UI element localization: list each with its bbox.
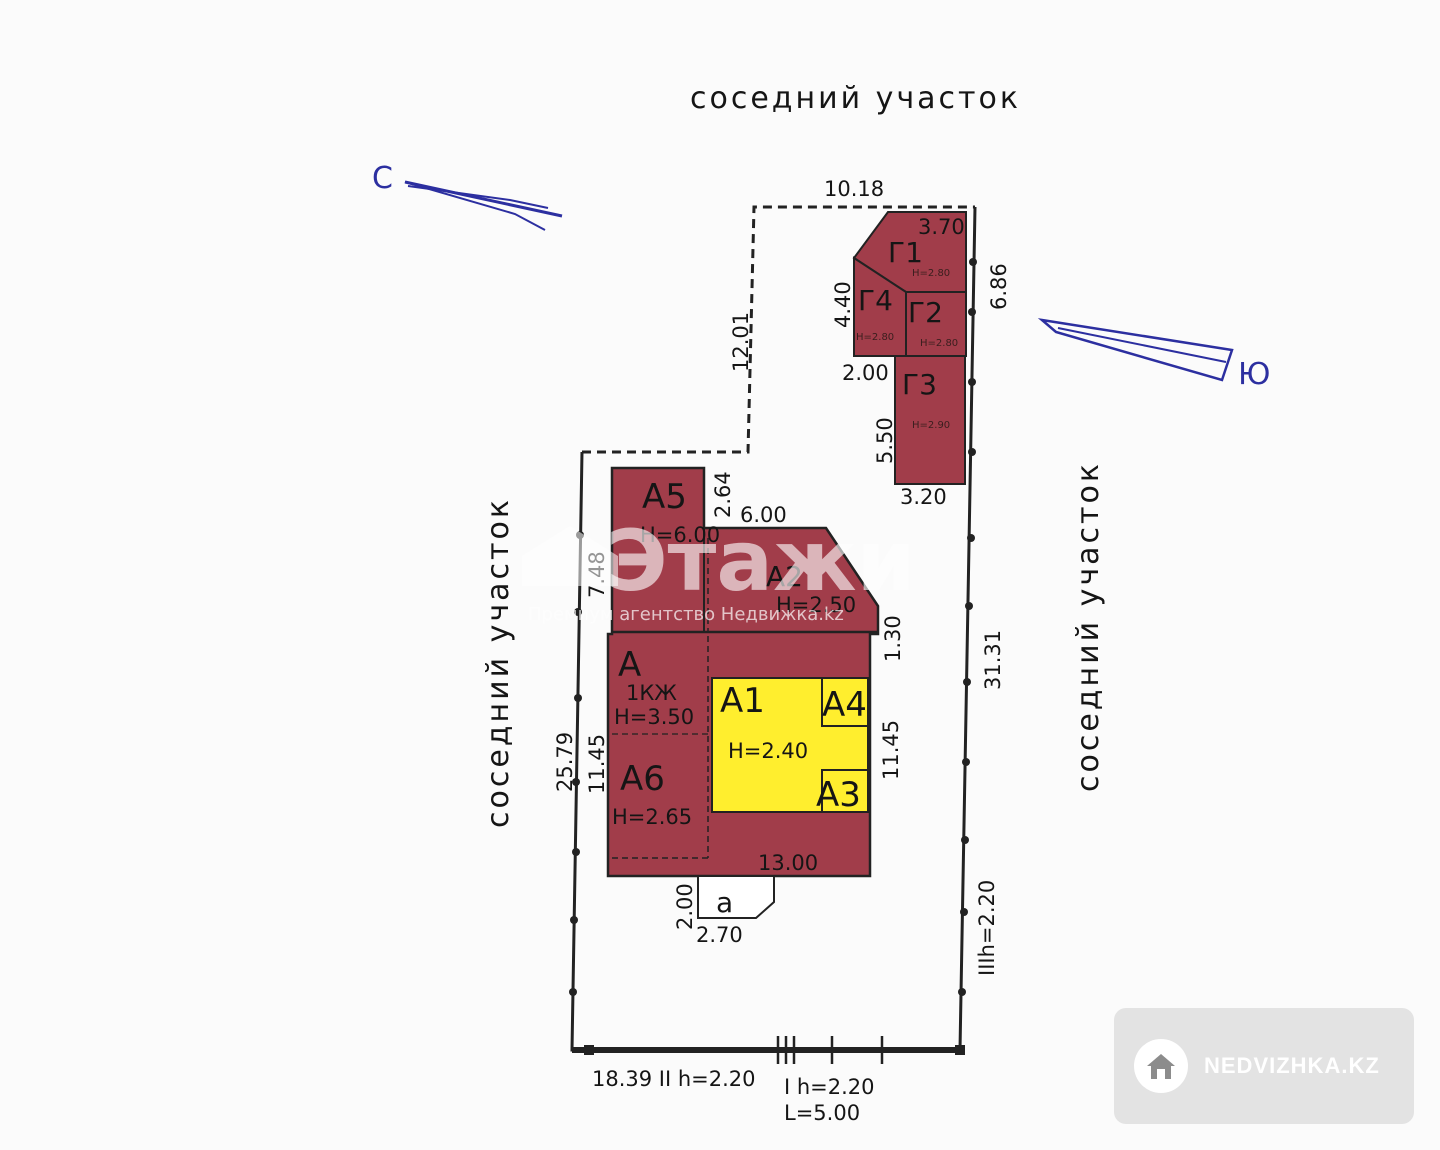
g4-dim-bottom: 2.00 [842, 361, 889, 385]
building-g2 [905, 291, 967, 357]
g2-height: H=2.80 [920, 338, 958, 349]
boundary-dashed [582, 205, 975, 454]
a2-dim-side: 1.30 [881, 615, 905, 662]
boundary-dim-bottom-left: 18.39 II h=2.20 [592, 1067, 756, 1091]
g4-name: Г4 [858, 284, 893, 317]
boundary-dim-left-upper: 12.01 [729, 312, 753, 372]
porch-dim-side: 2.00 [673, 883, 697, 930]
g1-dim-top: 3.70 [918, 215, 965, 239]
boundary-dim-right-lower: IIIh=2.20 [975, 880, 999, 976]
watermark-tagline: Премиум агентство Недвижка.kz [528, 604, 844, 625]
badge-text: NEDVIZHKA.KZ [1204, 1053, 1380, 1078]
a-name: А [618, 645, 641, 685]
g3-dim-side: 5.50 [873, 417, 897, 464]
g1-height: H=2.80 [912, 268, 950, 279]
a4-name: А4 [822, 685, 867, 725]
watermark-logo: Этажи [606, 512, 915, 610]
boundary-dim-right-upper: 6.86 [987, 263, 1011, 310]
g3-name: Г3 [902, 368, 937, 401]
gate-length: L=5.00 [784, 1101, 860, 1125]
a5-name: А5 [642, 477, 687, 517]
compass-south-label: Ю [1238, 357, 1270, 392]
north-arrow-icon [404, 180, 563, 231]
house-dim-right: 11.45 [879, 720, 903, 780]
room-a1-highlight [711, 677, 869, 813]
g2-name: Г2 [908, 296, 943, 329]
g4-height: H=2.80 [856, 332, 894, 343]
neighbor-label-right: соседний участок [1071, 461, 1106, 792]
compass-north-label: С [372, 161, 393, 196]
a6-height: H=2.65 [612, 805, 692, 829]
watermark: Этажи Премиум агентство Недвижка.kz [522, 512, 915, 625]
boundary-dim-left: 25.79 [553, 732, 577, 792]
a2-height: H=2.50 [776, 593, 856, 617]
porch-dim-bottom: 2.70 [696, 923, 743, 947]
a2-name: А2 [766, 560, 803, 593]
nedvizhka-badge: NEDVIZHKA.KZ [1114, 1008, 1414, 1124]
a-type: 1КЖ [626, 681, 677, 705]
a2-dim-top: 6.00 [740, 503, 787, 527]
g3-dim-bottom: 3.20 [900, 485, 947, 509]
a1-height: H=2.40 [728, 739, 808, 763]
porch-name: а [716, 886, 733, 919]
porch [697, 875, 775, 919]
house-dim-bottom: 13.00 [758, 851, 818, 875]
house-logo-icon [1134, 1039, 1188, 1093]
south-arrow-icon [1037, 318, 1234, 382]
g4-dim-side: 4.40 [831, 281, 855, 328]
a3-name: А3 [816, 775, 861, 815]
gate-height: I h=2.20 [784, 1075, 875, 1099]
gate-marks [776, 1036, 884, 1064]
building-g3 [894, 355, 966, 485]
watermark-house-icon [522, 526, 618, 586]
a5-height: H=6.00 [640, 523, 720, 547]
a1-name: А1 [720, 681, 765, 721]
neighbor-label-top: соседний участок [690, 81, 1021, 116]
g3-height: H=2.90 [912, 420, 950, 431]
g1-name: Г1 [888, 236, 923, 269]
a6-dim-left: 11.45 [585, 734, 609, 794]
a5-dim-side: 2.64 [711, 471, 735, 518]
a6-name: А6 [620, 759, 665, 799]
a-height: H=3.50 [614, 705, 694, 729]
boundary-dim-right: 31.31 [981, 630, 1005, 690]
boundary-dim-top: 10.18 [824, 177, 884, 201]
outbuildings [852, 211, 967, 485]
main-house [606, 466, 880, 919]
neighbor-label-left: соседний участок [481, 497, 516, 828]
